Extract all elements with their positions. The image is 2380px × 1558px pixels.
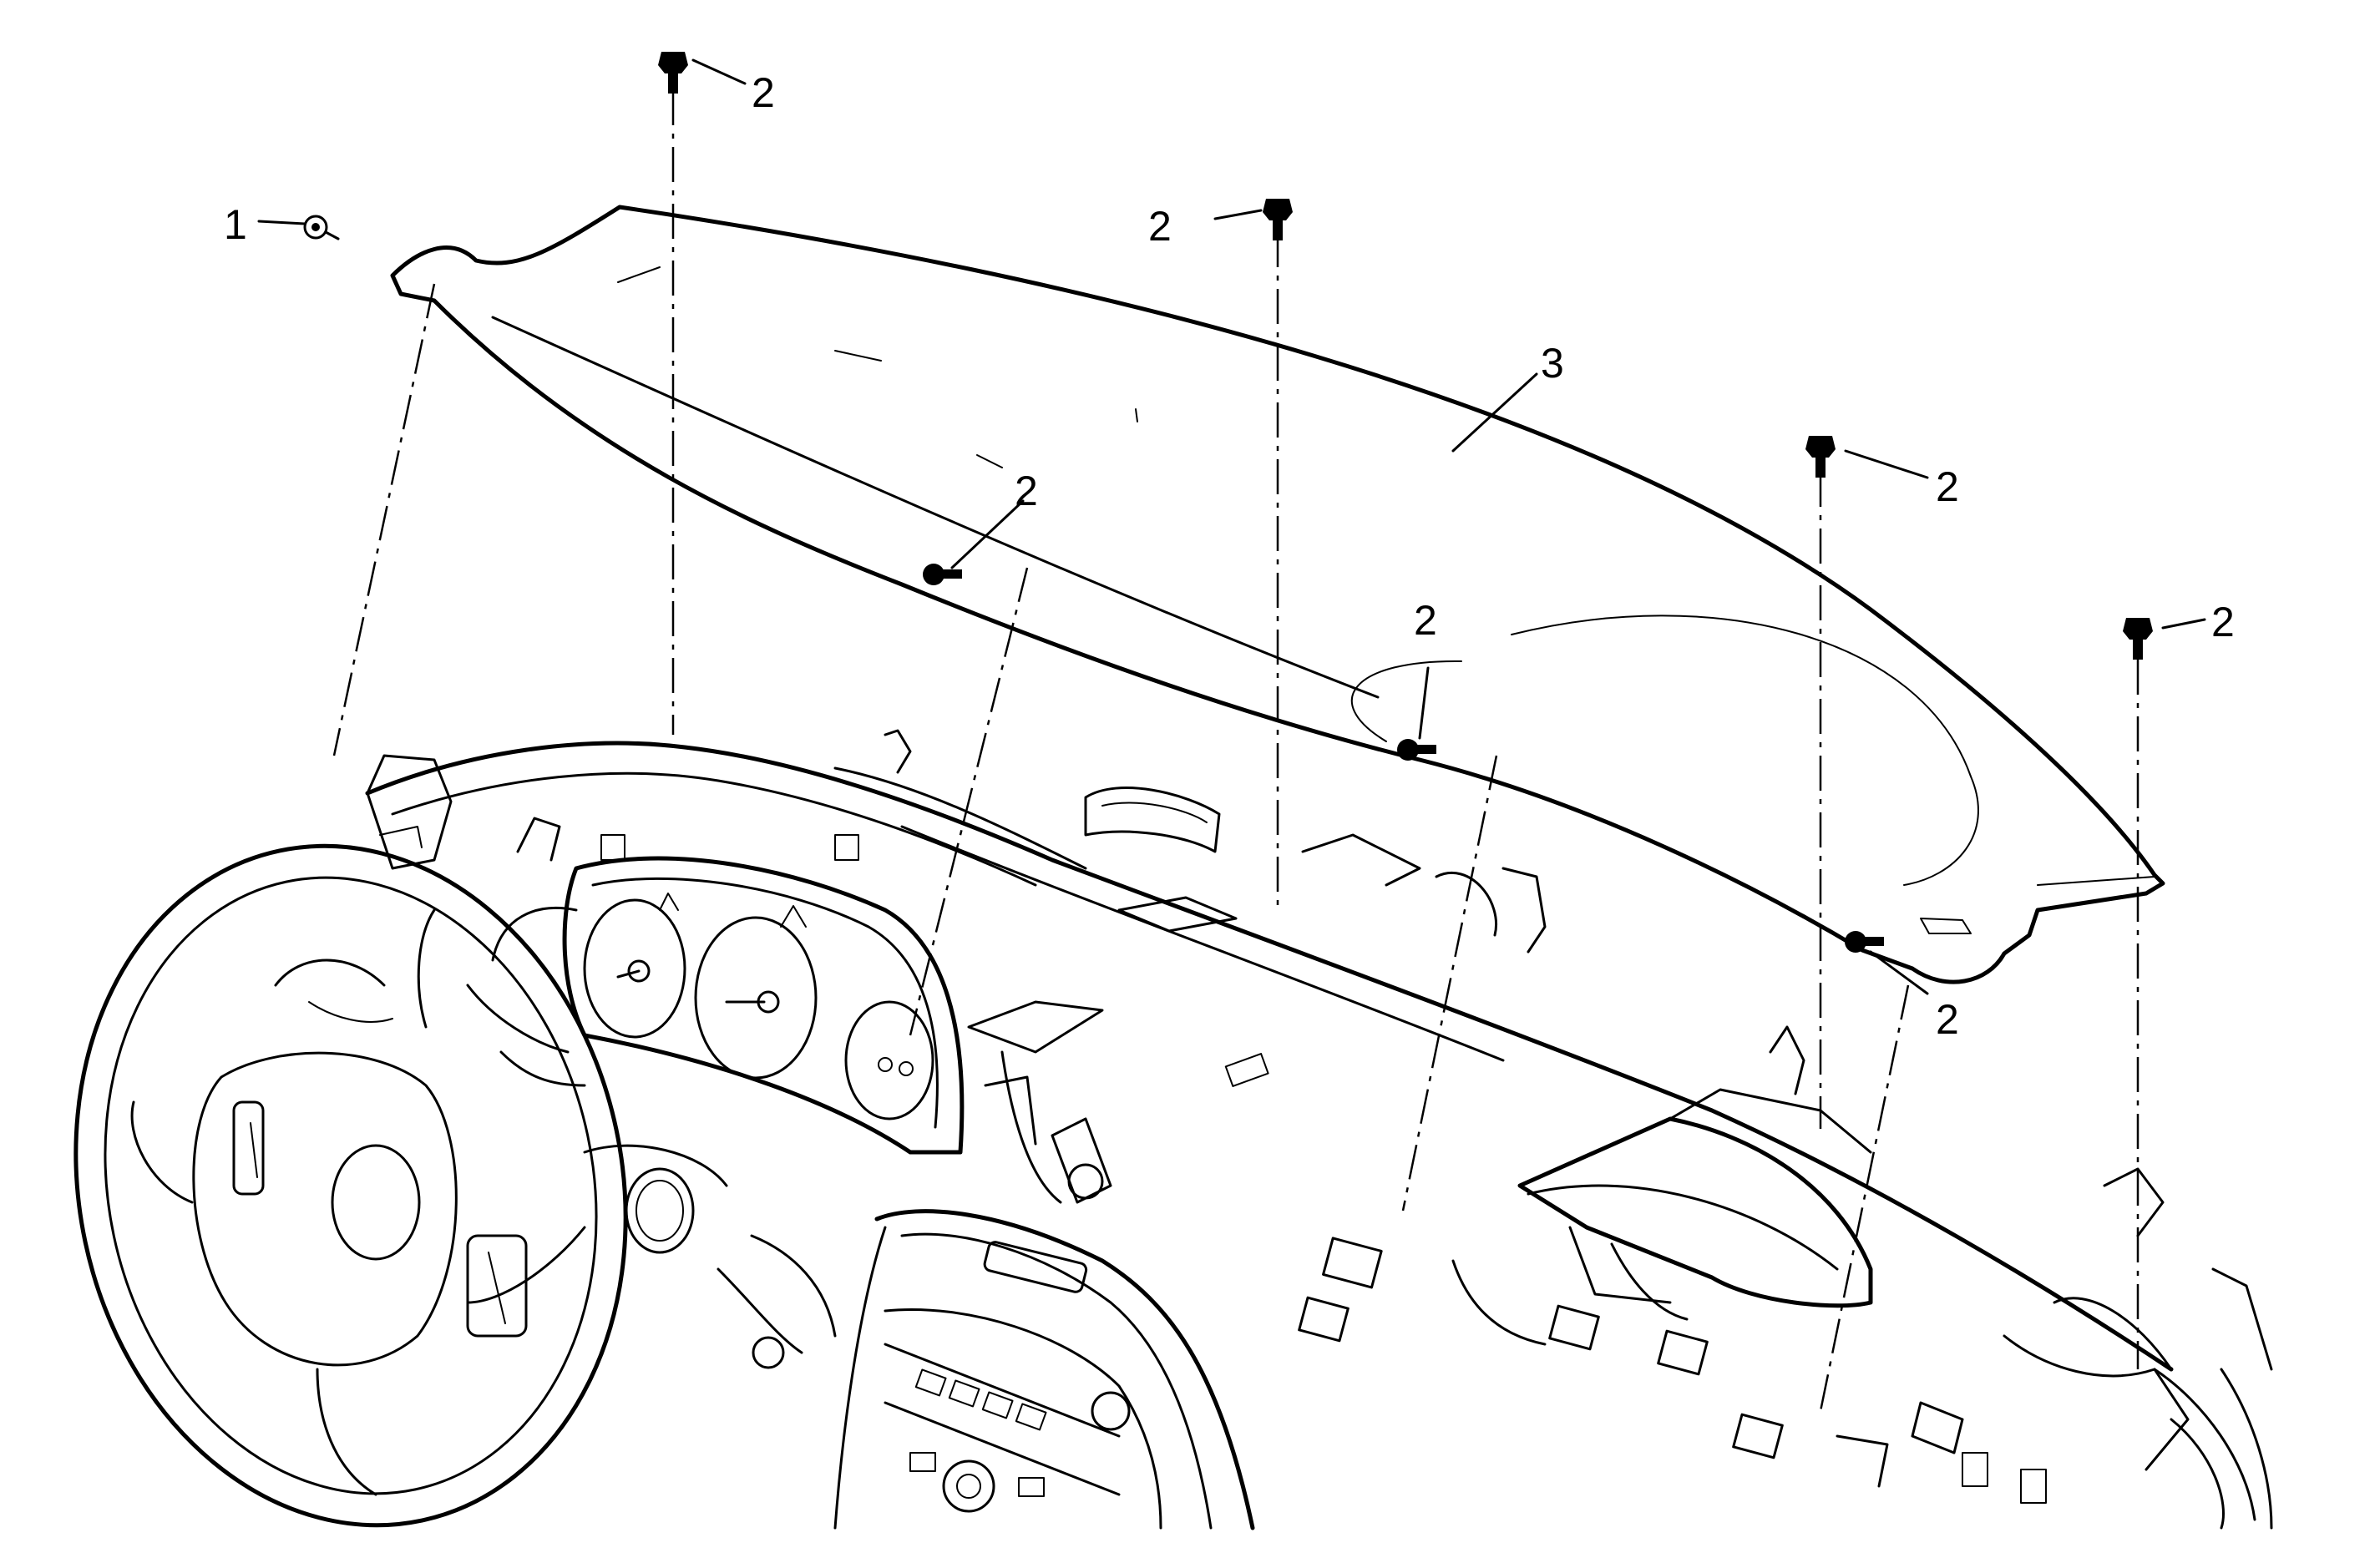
callout-2-center: 2 [1414,597,1437,644]
callout-2-center-left: 2 [1015,468,1038,514]
callout-2-lower-right: 2 [1936,996,1959,1043]
screw-item-1 [303,215,340,240]
bolt-side-3 [1845,931,1884,953]
dash-structure [365,729,2273,1530]
bolt-top-center [1263,199,1293,240]
bolt-top-right [1805,436,1836,478]
callout-3: 3 [1541,340,1564,387]
bolt-far-right [2123,618,2153,660]
bolt-side-1 [923,564,962,585]
alignment-lines [332,90,2139,1412]
callout-1: 1 [224,201,247,248]
callout-2-top-left: 2 [752,69,775,116]
leader-lines [257,58,2206,995]
callout-2-top-center: 2 [1148,203,1172,250]
bolt-side-2 [1397,739,1436,761]
center-stack-radio [833,1209,1255,1530]
left-vent-and-column [417,817,859,1369]
upper-trim-pad [390,205,2165,984]
steering-wheel [73,843,628,1528]
fasteners [303,52,2153,953]
callout-2-far-right: 2 [2211,599,2235,645]
bolt-top-left [658,52,688,94]
callout-labels: 1 2 2 3 2 2 2 2 2 [224,69,2235,1043]
callout-2-top-right: 2 [1936,463,1959,510]
instrument-cluster [562,856,965,1155]
